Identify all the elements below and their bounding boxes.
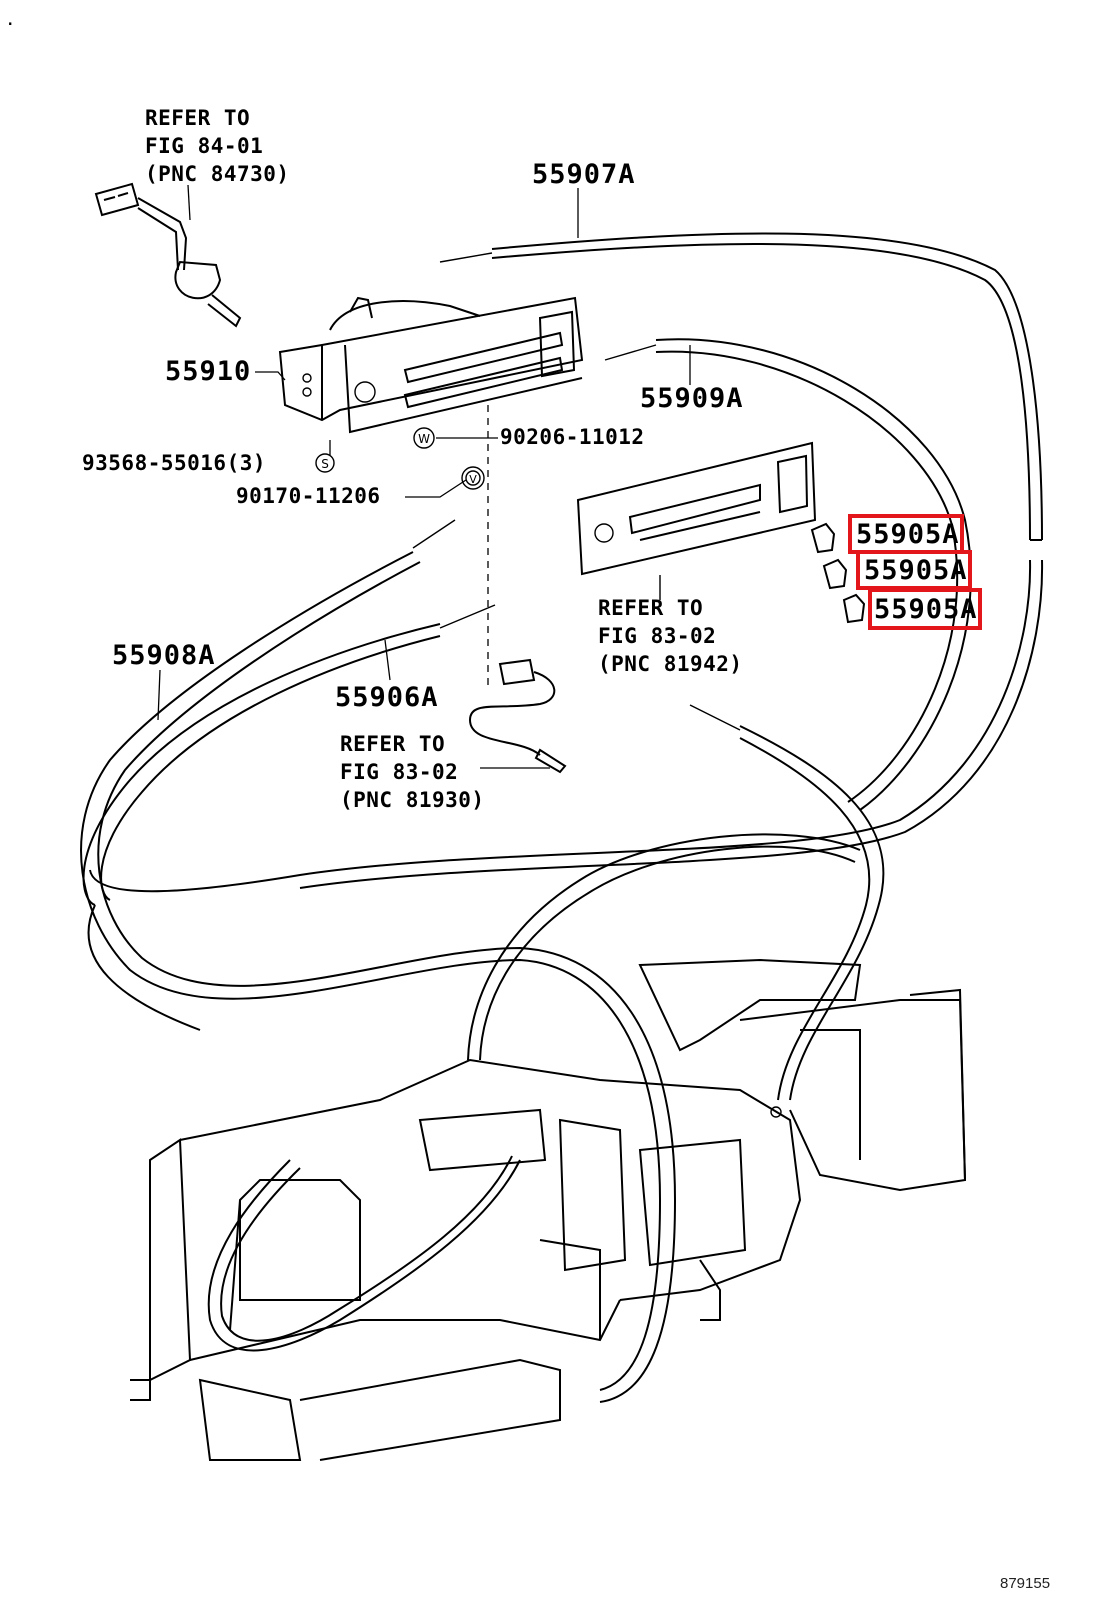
ref-top-left-line-2: FIG 84-01: [145, 134, 264, 158]
ref-center-panel-line-2: FIG 83-02: [598, 624, 717, 648]
part-label-55908a: 55908A: [112, 640, 216, 671]
control-assembly-55910: [278, 296, 584, 434]
symbol-s: S: [321, 457, 329, 471]
ref-top-left: REFER TO FIG 84-01 (PNC 84730): [145, 104, 290, 188]
ref-center-panel: REFER TO FIG 83-02 (PNC 81942): [598, 594, 743, 678]
part-label-55910: 55910: [165, 356, 252, 387]
leader-lines: [157, 184, 691, 769]
part-label-55909a: 55909A: [640, 383, 744, 414]
symbol-w: W: [418, 432, 430, 446]
highlight-box-55905a-3: [868, 588, 982, 630]
vacuum-switch-part: [94, 182, 242, 328]
heater-unit-assembly: [130, 958, 967, 1461]
ref-center-sensor-line-2: FIG 83-02: [340, 760, 459, 784]
symbol-v: V: [469, 473, 477, 486]
symbol-s-badge: S: [315, 453, 335, 473]
symbol-v-badge: V: [461, 466, 485, 490]
part-label-90170-11206: 90170-11206: [236, 484, 381, 508]
part-label-55905a-1[interactable]: 55905A: [856, 519, 960, 550]
ref-center-sensor-line-1: REFER TO: [340, 732, 446, 756]
part-label-93568-55016: 93568-55016(3): [82, 451, 267, 475]
corner-mark: .: [6, 13, 15, 29]
cable-55908a: [80, 519, 677, 1403]
cable-55909a: [604, 338, 972, 811]
ref-top-left-line-3: (PNC 84730): [145, 162, 290, 186]
knob-parts: [810, 522, 866, 624]
part-label-90206-11012: 90206-11012: [500, 425, 645, 449]
cable-55906a: [82, 604, 496, 1031]
ref-center-sensor: REFER TO FIG 83-02 (PNC 81930): [340, 730, 485, 814]
part-label-55907a: 55907A: [532, 159, 636, 190]
part-label-55905a-3[interactable]: 55905A: [874, 594, 978, 625]
ref-center-panel-line-1: REFER TO: [598, 596, 704, 620]
part-label-55906a: 55906A: [335, 682, 439, 713]
ref-top-left-line-1: REFER TO: [145, 106, 251, 130]
symbol-w-badge: W: [413, 427, 435, 449]
ref-center-sensor-line-3: (PNC 81930): [340, 788, 485, 812]
temperature-sensor-part: [468, 658, 567, 774]
ref-center-panel-line-3: (PNC 81942): [598, 652, 743, 676]
part-label-55905a-2[interactable]: 55905A: [864, 555, 968, 586]
cable-55907a: [89, 232, 1044, 893]
figure-id: 879155: [1000, 1575, 1051, 1592]
control-panel-plate: [576, 441, 817, 600]
cable-heater-link: [207, 704, 885, 1352]
